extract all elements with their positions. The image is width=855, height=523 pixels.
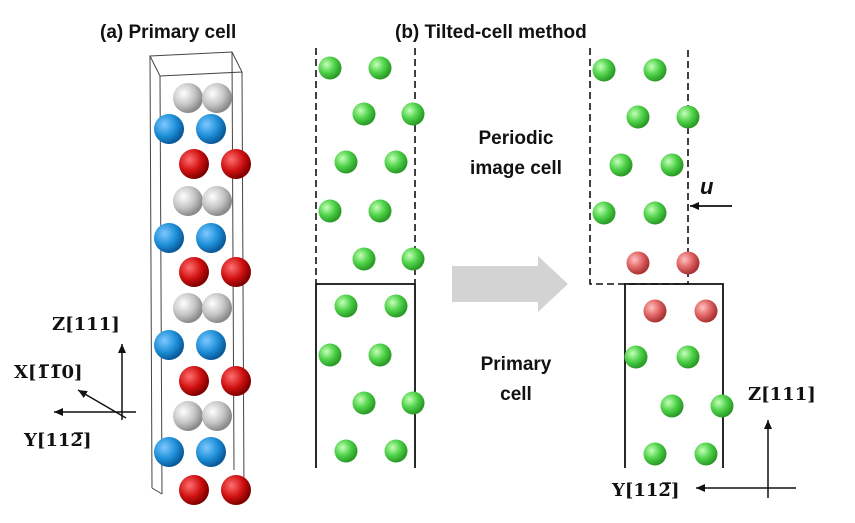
tilted-right-cells [589, 48, 724, 468]
green-atom [401, 102, 425, 126]
displaced-primary-cell-outline [624, 283, 724, 468]
axis-left-x-label: X[1̅1̅0] [14, 362, 83, 383]
periodic-label-line2: image cell [470, 158, 562, 179]
grey-atom [173, 186, 203, 216]
blue-atom [196, 223, 226, 253]
title-tilted-cell-method: (b) Tilted-cell method [395, 22, 587, 43]
grey-atom [202, 401, 232, 431]
primary-label-line2: cell [500, 384, 532, 405]
red-atom [221, 475, 251, 505]
tilted-left-cell [315, 48, 416, 468]
green-atom [384, 439, 408, 463]
green-atom [710, 394, 734, 418]
axes-left: Z[111] X[1̅1̅0] Y[112̅] [14, 314, 136, 451]
red-atom [221, 257, 251, 287]
green-atom [318, 199, 342, 223]
green-atom [318, 56, 342, 80]
blue-atom [196, 114, 226, 144]
green-atom [368, 56, 392, 80]
green-atom [592, 58, 616, 82]
title-primary-cell: (a) Primary cell [100, 22, 236, 43]
green-atom [676, 105, 700, 129]
green-atom [592, 201, 616, 225]
axis-left-z-label: Z[111] [52, 314, 120, 335]
green-atom [352, 391, 376, 415]
green-atom [626, 105, 650, 129]
green-atom [368, 343, 392, 367]
green-atom [334, 439, 358, 463]
axis-right-z-label: Z[111] [748, 384, 816, 405]
red-atom [179, 257, 209, 287]
green-atom [643, 201, 667, 225]
red-atom [179, 475, 209, 505]
green-atom [368, 199, 392, 223]
displaced-periodic-cell-outline [589, 48, 689, 285]
green-atom [334, 294, 358, 318]
grey-atom [173, 83, 203, 113]
red-atom [221, 366, 251, 396]
grey-atom [202, 186, 232, 216]
blue-atom [154, 330, 184, 360]
blue-atom [154, 114, 184, 144]
green-atom [334, 150, 358, 174]
red-atom [221, 149, 251, 179]
blue-atom [154, 437, 184, 467]
green-atom [352, 247, 376, 271]
green-atom [318, 343, 342, 367]
grey-atom [173, 293, 203, 323]
green-atom [643, 442, 667, 466]
green-atom [660, 153, 684, 177]
green-atom [401, 247, 425, 271]
pink-atom [694, 299, 718, 323]
displacement-label-u: u [700, 174, 714, 199]
transition-arrow [452, 256, 568, 312]
green-atom [660, 394, 684, 418]
green-atom [676, 345, 700, 369]
green-atom [384, 294, 408, 318]
green-atom [643, 58, 667, 82]
blue-atom [154, 223, 184, 253]
green-atom [384, 150, 408, 174]
green-atom [624, 345, 648, 369]
tilted-right-atoms [592, 58, 734, 466]
tilted-left-atoms [318, 56, 425, 463]
axis-left-y-label: Y[112̅] [23, 430, 91, 451]
green-atom [609, 153, 633, 177]
green-atom [694, 442, 718, 466]
pink-atom [626, 251, 650, 275]
red-atom [179, 366, 209, 396]
primary-label-line1: Primary [481, 354, 552, 375]
green-atom [401, 391, 425, 415]
blue-atom [196, 330, 226, 360]
blue-atom [196, 437, 226, 467]
axes-right: Z[111] Y[112̅] [611, 384, 816, 501]
green-atom [352, 102, 376, 126]
grey-atom [173, 401, 203, 431]
grey-atom [202, 293, 232, 323]
axis-left-x-arrow [77, 389, 127, 419]
red-atom [179, 149, 209, 179]
grey-atom [202, 83, 232, 113]
axis-right-y-label: Y[112̅] [611, 480, 679, 501]
pink-atom [643, 299, 667, 323]
pink-atom [676, 251, 700, 275]
primary-cell-atoms [154, 83, 251, 505]
periodic-label-line1: Periodic [479, 128, 554, 149]
